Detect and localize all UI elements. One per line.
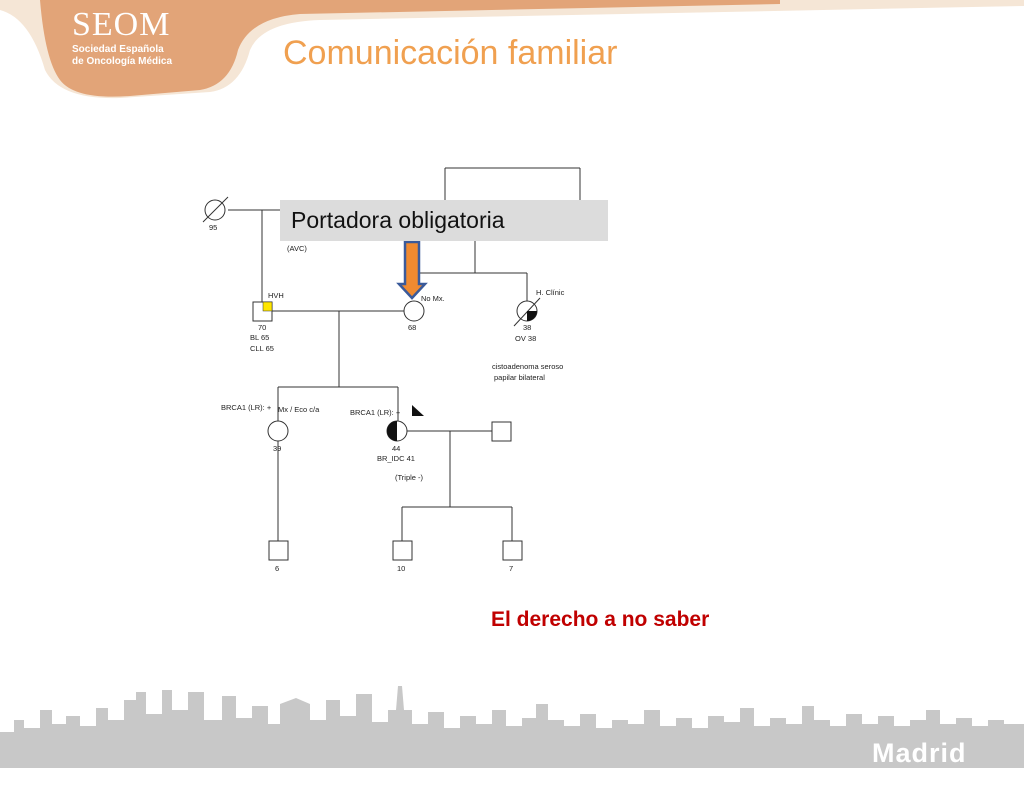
pedigree-diagram: 95 (AVC) HVH 70 BL 65 CLL 65 No Mx. 68 H… xyxy=(202,167,581,573)
father-cll: CLL 65 xyxy=(250,344,274,353)
cisto-line1: cistoadenoma seroso xyxy=(492,362,563,371)
mother-age: 68 xyxy=(408,323,416,332)
hvh-label: HVH xyxy=(268,291,284,300)
child-square xyxy=(268,540,289,561)
logo-name: SEOM xyxy=(72,6,171,43)
h-clinic-label: H. Clínic xyxy=(536,288,565,297)
triple-label: (Triple -) xyxy=(395,473,424,482)
event-year: 2010 xyxy=(872,769,937,799)
arrow-icon xyxy=(396,240,428,300)
aunt-age: 38 xyxy=(523,323,531,332)
brca-left: BRCA1 (LR): + xyxy=(221,403,272,412)
callout-box: Portadora obligatoria xyxy=(280,200,608,241)
father-age: 70 xyxy=(258,323,266,332)
logo-line1: Sociedad Española xyxy=(72,44,164,55)
madrid-skyline xyxy=(0,686,1024,768)
father-shading xyxy=(262,301,273,312)
child1-age: 6 xyxy=(275,564,279,573)
cisto-line2: papilar bilateral xyxy=(494,373,545,382)
event-city: Madrid xyxy=(872,738,967,768)
mx-eco: Mx / Eco c/a xyxy=(278,405,320,414)
br-idc: BR_IDC 41 xyxy=(377,454,415,463)
footer-statement: El derecho a no saber xyxy=(491,608,710,631)
grandchild-square xyxy=(392,540,413,561)
event-label: Madrid 2010 xyxy=(872,738,1024,800)
child3-age: 7 xyxy=(509,564,513,573)
child2-age: 10 xyxy=(397,564,405,573)
grandmother-left xyxy=(204,199,226,221)
logo-line2: de Oncología Médica xyxy=(72,56,173,67)
brca-proband: BRCA1 (LR): + xyxy=(350,408,401,417)
mother-circle xyxy=(403,300,425,322)
gp-left-age: 95 xyxy=(209,223,217,232)
grandchild-square xyxy=(502,540,523,561)
proband-marker xyxy=(412,405,424,416)
spouse-square xyxy=(491,421,512,442)
page-title: Comunicación familiar xyxy=(283,34,618,72)
sister-circle xyxy=(267,420,289,442)
proband-shading xyxy=(387,421,397,441)
aunt-ov: OV 38 xyxy=(515,334,536,343)
seom-logo: SEOM Sociedad Española de Oncología Médi… xyxy=(72,6,172,68)
no-mx-label: No Mx. xyxy=(421,294,445,303)
avc-label: (AVC) xyxy=(287,244,307,253)
aunt-shading xyxy=(527,311,537,321)
proband-age: 44 xyxy=(392,444,400,453)
sister-age: 39 xyxy=(273,444,281,453)
logo-tab xyxy=(0,0,1024,99)
deceased-mark xyxy=(202,196,229,223)
father-bl: BL 65 xyxy=(250,333,269,342)
